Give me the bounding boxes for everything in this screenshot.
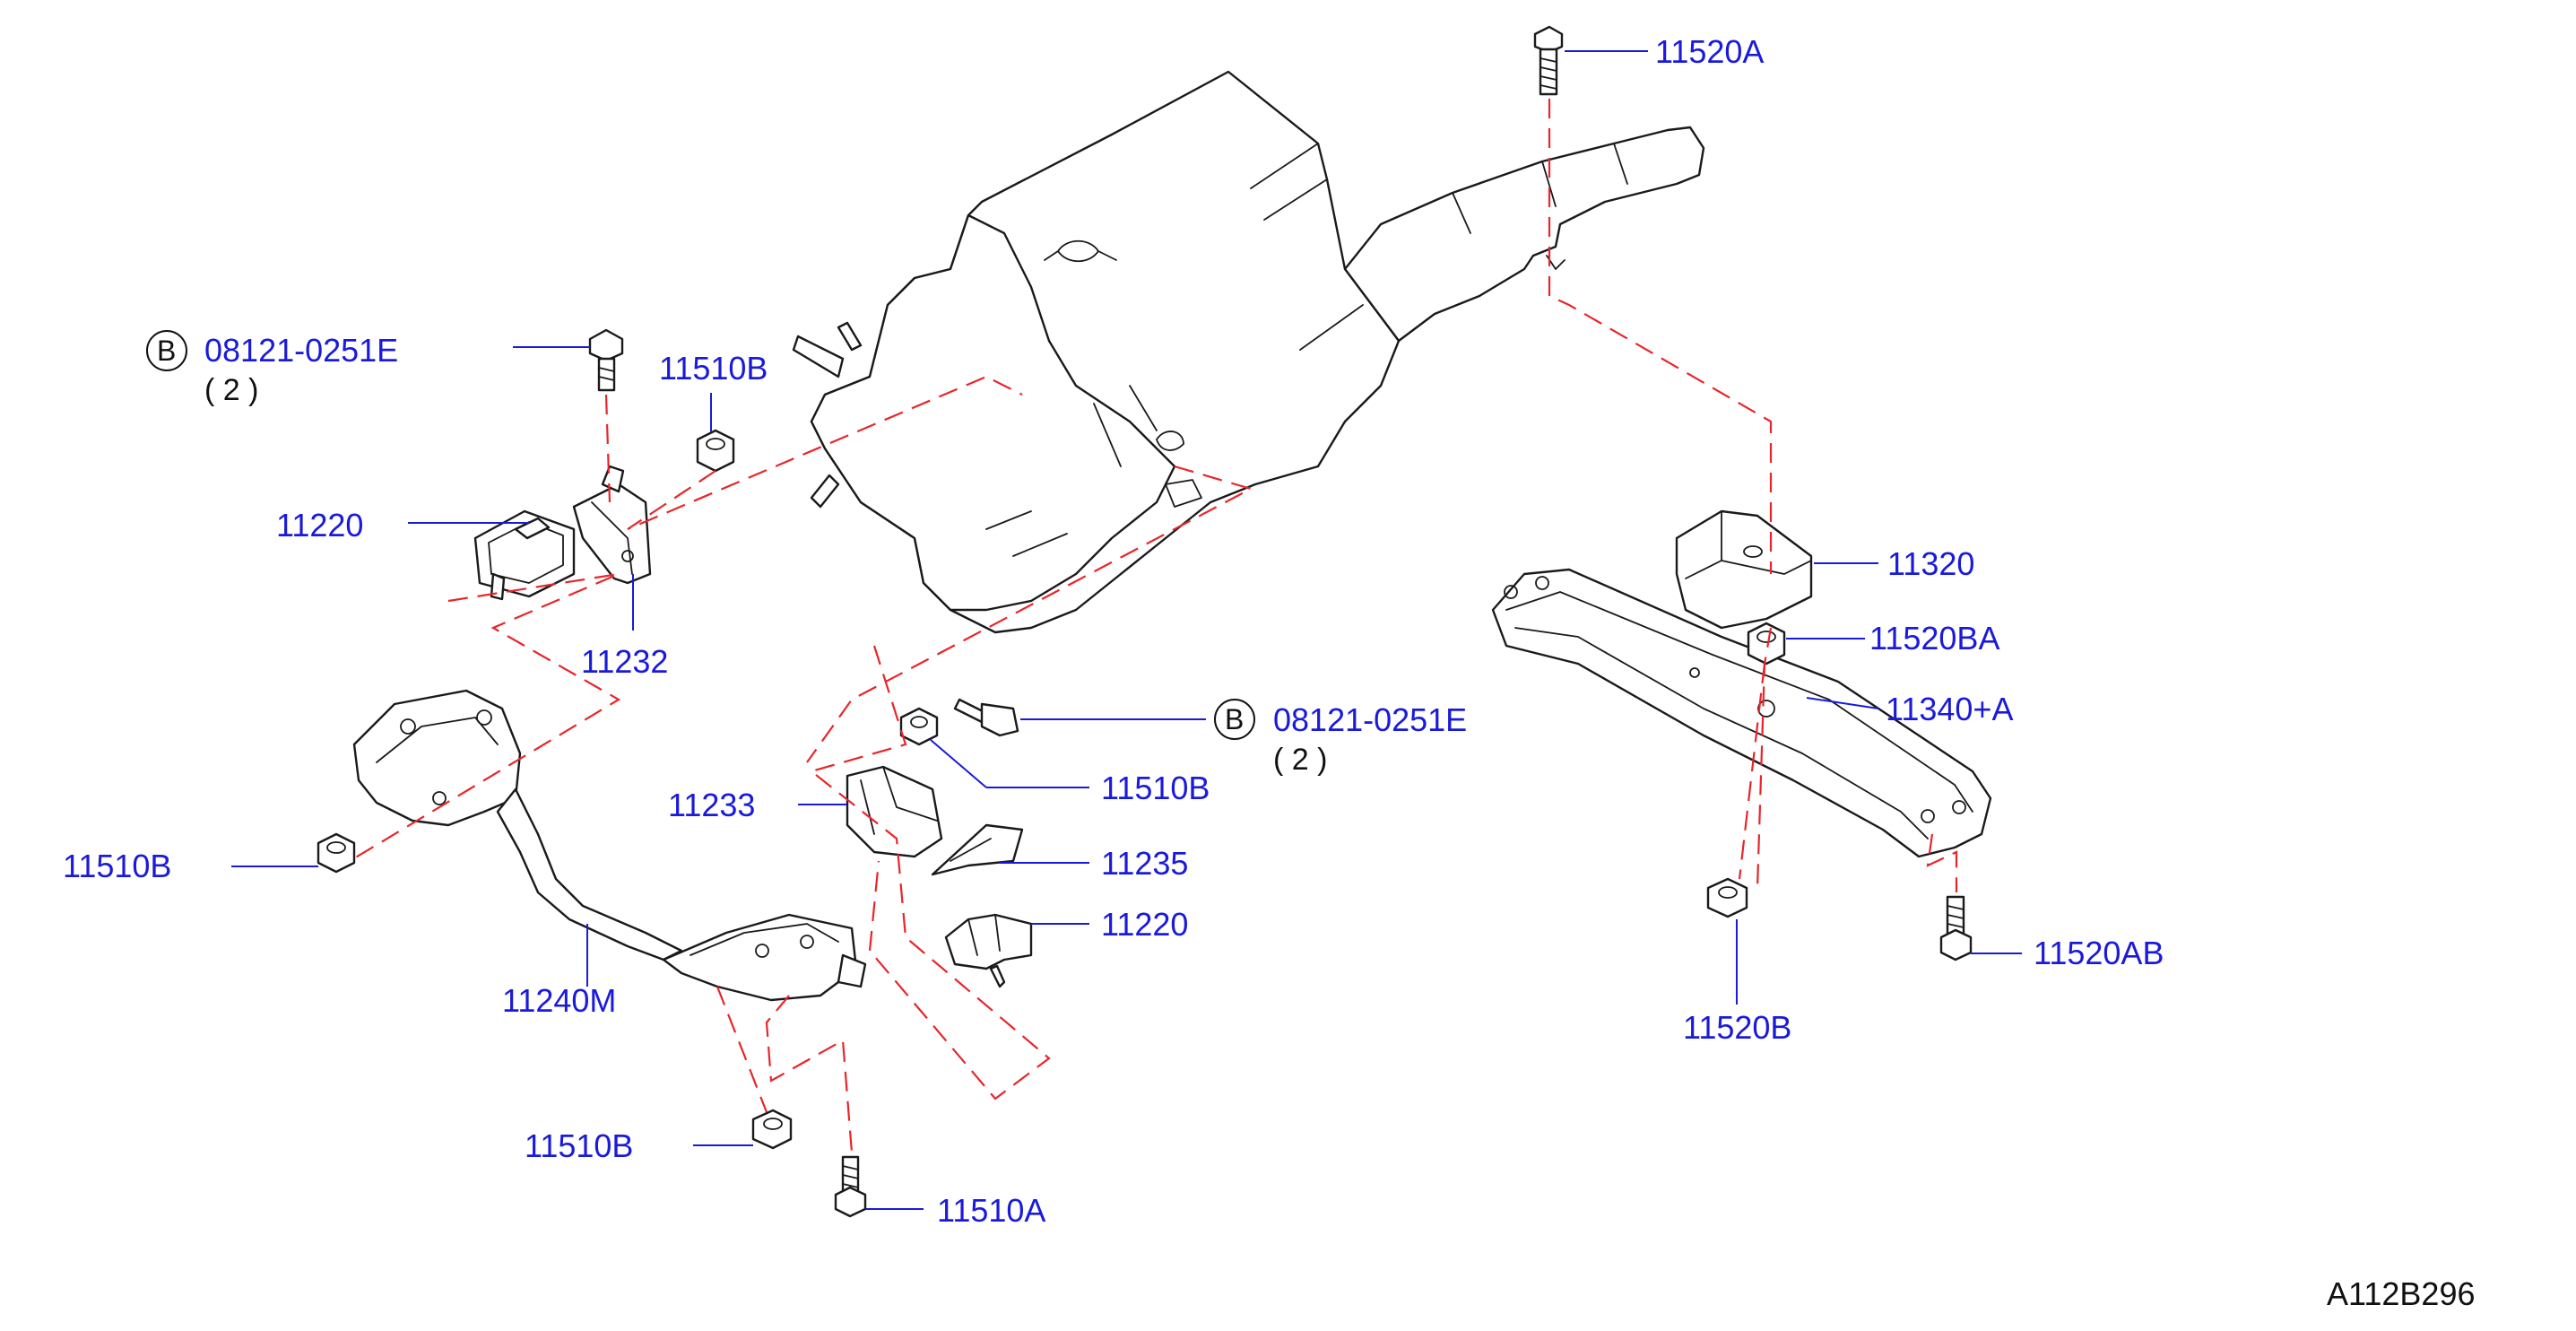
label-11240M: 11240M: [502, 982, 616, 1019]
label-11510B-top: 11510B: [659, 350, 768, 387]
label-11520AB: 11520AB: [2034, 935, 2164, 971]
label-qty-top: ( 2 ): [204, 373, 258, 407]
label-11520A: 11520A: [1655, 33, 1764, 70]
label-08121-0251E-mid: 08121-0251E: [1273, 701, 1467, 738]
label-11510A: 11510A: [937, 1192, 1045, 1229]
member-11240M: [352, 689, 867, 1002]
part-labels: 11520A B 08121-0251E ( 2 ) 11510B 11220 …: [63, 33, 2475, 1312]
label-11220-left: 11220: [276, 507, 363, 544]
label-11232: 11232: [581, 643, 668, 680]
label-08121-0251E-top: 08121-0251E: [204, 332, 398, 369]
label-11510B-bottom: 11510B: [525, 1127, 633, 1164]
leader-lines: [231, 50, 2022, 1210]
label-b-marker-top: B: [157, 335, 176, 367]
crossmember-11340A: [1491, 509, 1992, 858]
label-11320: 11320: [1887, 545, 1974, 582]
label-11220-right: 11220: [1101, 906, 1188, 943]
label-11233: 11233: [668, 787, 755, 823]
label-11510B-mid: 11510B: [1101, 770, 1210, 806]
drawing-code: A112B296: [2327, 1275, 2475, 1312]
b-circle-icon: [1214, 699, 1255, 740]
label-b-marker-mid: B: [1225, 703, 1244, 735]
center-mount-parts: [846, 698, 1033, 988]
label-11520B: 11520B: [1683, 1009, 1791, 1046]
label-11235: 11235: [1101, 845, 1188, 882]
label-11520BA: 11520BA: [1869, 620, 1999, 657]
b-circle-icon: [146, 330, 187, 371]
label-11340A: 11340+A: [1886, 691, 2013, 727]
label-qty-mid: ( 2 ): [1273, 743, 1327, 777]
assembly-lines: [349, 99, 1958, 1153]
transmission-illustration: [792, 70, 1705, 634]
left-mount-assembly: [473, 465, 652, 601]
label-11510B-left: 11510B: [63, 848, 171, 884]
fasteners: [317, 25, 1973, 1218]
